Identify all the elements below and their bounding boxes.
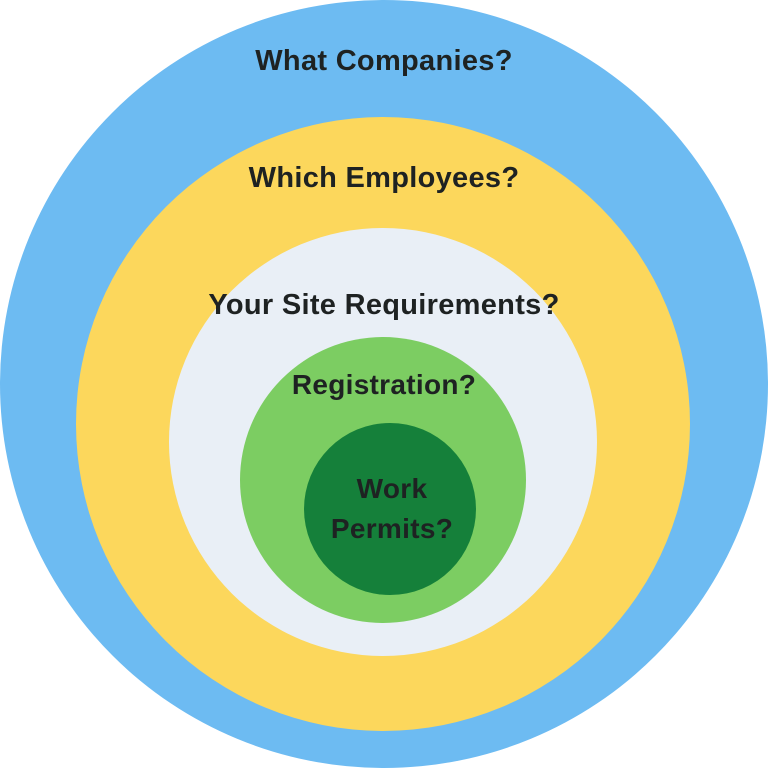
label-what-companies: What Companies? bbox=[255, 45, 513, 77]
label-work-permits-line-1: Work bbox=[356, 473, 428, 504]
label-which-employees: Which Employees? bbox=[248, 162, 520, 194]
label-registration: Registration? bbox=[291, 369, 477, 400]
ring-work-permits bbox=[304, 423, 476, 595]
label-work-permits: Work Permits? bbox=[8, 469, 768, 549]
label-work-permits-line-2: Permits? bbox=[330, 513, 454, 544]
label-your-site-requirements: Your Site Requirements? bbox=[208, 289, 560, 321]
